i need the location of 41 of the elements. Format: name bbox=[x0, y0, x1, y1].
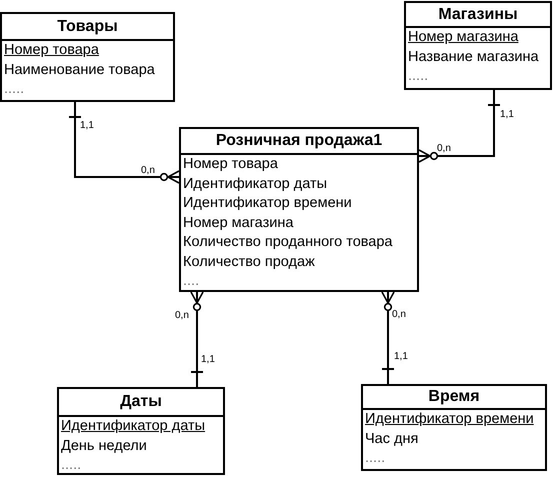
cardinality-label: 0,n bbox=[141, 165, 155, 176]
entity-box bbox=[404, 1, 552, 90]
attribute-name: Наименование товара bbox=[4, 60, 155, 80]
entity-name: Розничная продажа1 bbox=[216, 132, 382, 150]
attribute-name: Идентификатор даты bbox=[183, 174, 328, 194]
cardinality-label: 0,n bbox=[175, 310, 189, 321]
relationship-line bbox=[190, 291, 204, 387]
relationship-line bbox=[381, 291, 395, 384]
entity-name: Даты bbox=[120, 393, 162, 411]
entity-name: Время bbox=[428, 388, 480, 406]
ellipsis: ..... bbox=[365, 449, 386, 468]
relationship-line bbox=[68, 102, 180, 184]
attribute-name: Количество проданного товара bbox=[183, 233, 392, 252]
cardinality-label: 1,1 bbox=[80, 120, 94, 131]
relationship-line bbox=[418, 90, 501, 163]
primary-key-attribute: Идентификатор времени bbox=[365, 410, 534, 429]
attribute-name: Название магазина bbox=[408, 48, 539, 66]
primary-key-attribute: Номер магазина bbox=[408, 28, 518, 47]
ellipsis: ..... bbox=[408, 67, 428, 86]
cardinality-label: 0,n bbox=[437, 143, 451, 154]
attribute-name: Номер магазина bbox=[183, 214, 294, 232]
attribute-name: Номер товара bbox=[183, 155, 278, 174]
entity-name: Магазины bbox=[438, 6, 518, 24]
primary-key-attribute: Идентификатор даты bbox=[61, 417, 206, 436]
cardinality-label: 0,n bbox=[392, 309, 406, 320]
cardinality-label: 1,1 bbox=[201, 354, 215, 365]
entity-box bbox=[179, 127, 419, 292]
primary-key-attribute: Номер товара bbox=[4, 41, 99, 60]
cardinality-label: 1,1 bbox=[500, 109, 514, 120]
entity-box bbox=[361, 384, 547, 471]
ellipsis: ..... bbox=[4, 80, 24, 99]
attribute-name: День недели bbox=[61, 436, 147, 456]
attribute-name: Идентификатор времени bbox=[183, 194, 352, 213]
entity-box bbox=[57, 387, 225, 475]
entity-name: Товары bbox=[57, 18, 118, 36]
ellipsis: .... bbox=[183, 272, 200, 291]
ellipsis: ..... bbox=[61, 456, 82, 475]
attribute-name: Час дня bbox=[365, 430, 418, 448]
attribute-name: Количество продаж bbox=[183, 252, 315, 272]
entity-box bbox=[0, 12, 175, 102]
cardinality-label: 1,1 bbox=[394, 351, 408, 362]
